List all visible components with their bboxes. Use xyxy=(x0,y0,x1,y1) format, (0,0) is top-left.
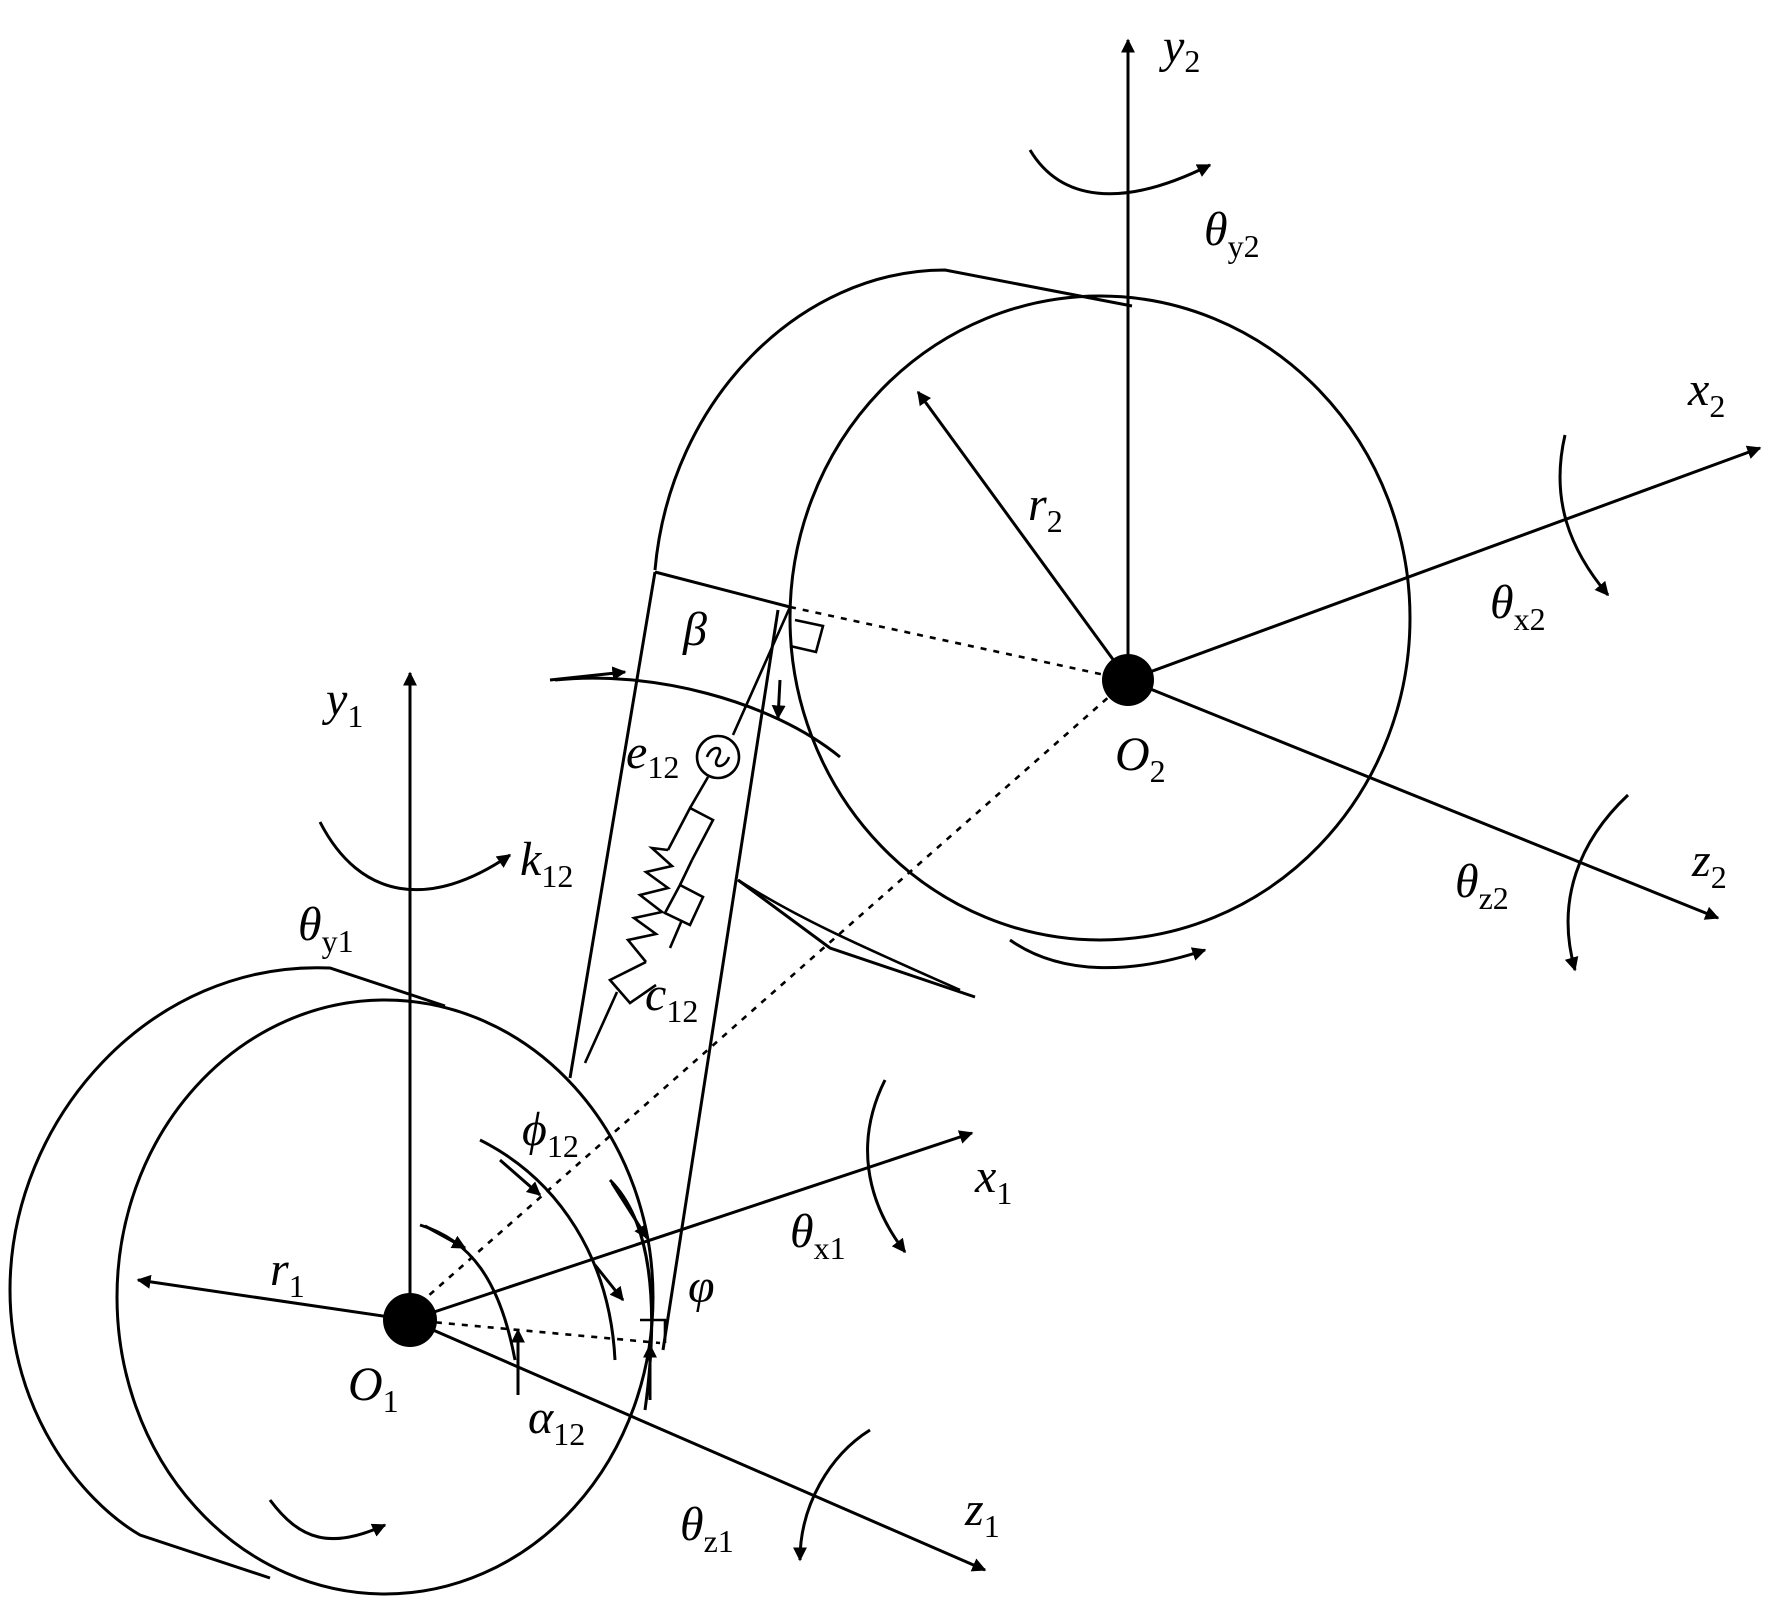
pulley-2-face xyxy=(788,294,1412,942)
center-O1 xyxy=(383,1293,437,1347)
label-c12: c12 xyxy=(645,968,698,1029)
label-k12: k12 xyxy=(520,833,573,894)
right-angle-mark-top xyxy=(789,618,825,654)
label-varphi: φ xyxy=(688,1260,715,1313)
element-bottom-bracket xyxy=(607,960,657,1005)
angle-arrow-beta-left xyxy=(549,666,627,682)
belt-right-span xyxy=(661,609,780,1351)
damper-rod xyxy=(678,859,694,886)
label-O1: O1 xyxy=(348,1358,399,1419)
label-theta-y1: θy1 xyxy=(298,898,354,959)
label-y2: y2 xyxy=(1158,20,1200,79)
pulley-1-face xyxy=(115,998,655,1596)
label-theta-x1: θx1 xyxy=(790,1205,846,1266)
label-theta-z1: θz1 xyxy=(680,1498,734,1559)
pulley-2-bottom-edge xyxy=(737,878,976,999)
pulley-2-back-rim xyxy=(653,268,1133,571)
pulley-2 xyxy=(653,268,1412,999)
rotation-arrow-theta-x1 xyxy=(866,1079,907,1254)
element-link xyxy=(688,776,710,809)
angle-arrow-outer-top xyxy=(610,1182,649,1240)
normal-line-pulley-1 xyxy=(409,1318,661,1345)
angle-arrow-phi-right xyxy=(593,1264,625,1302)
rotation-arrow-theta-z1 xyxy=(793,1428,871,1562)
spring-zigzag xyxy=(625,846,675,963)
element-top-link xyxy=(731,606,792,736)
axis-x2 xyxy=(1127,445,1762,682)
spring-damper-element xyxy=(583,606,792,1064)
axis-z2 xyxy=(1127,678,1720,920)
label-z2: z2 xyxy=(1691,834,1727,895)
label-x1: x1 xyxy=(974,1150,1012,1211)
belt-cross-line xyxy=(654,570,791,609)
pulley-1 xyxy=(8,966,655,1596)
rotation-arrow-theta-z2 xyxy=(1564,793,1630,972)
radius-r1-arrow xyxy=(136,1274,411,1322)
angle-arrow-beta-right xyxy=(771,679,786,720)
label-theta-y2: θy2 xyxy=(1204,203,1260,264)
excitation-source-icon xyxy=(695,734,741,780)
angle-arc-beta xyxy=(554,676,841,759)
right-angle-mark-bottom xyxy=(640,1318,667,1343)
label-theta-x2: θx2 xyxy=(1490,576,1546,637)
pulley-1-back-rim xyxy=(8,966,446,1580)
label-z1: z1 xyxy=(964,1483,1000,1544)
rotation-arrow-pulley-2 xyxy=(1009,938,1207,970)
rotation-arrow-theta-x2 xyxy=(1558,434,1610,597)
rotation-arrow-theta-y2 xyxy=(1028,149,1212,196)
label-O2: O2 xyxy=(1115,728,1166,789)
sine-wave-icon xyxy=(705,746,731,768)
center-O2 xyxy=(1102,654,1154,706)
center-line xyxy=(409,679,1129,1313)
label-theta-z2: θz2 xyxy=(1455,855,1509,916)
damper-box xyxy=(666,806,715,861)
belt xyxy=(568,570,791,1351)
angle-arrow-small-top xyxy=(424,1224,467,1250)
label-alpha12: α12 xyxy=(528,1391,585,1452)
label-e12: e12 xyxy=(626,726,679,785)
damper-piston xyxy=(663,883,705,927)
rotation-arrow-pulley-1 xyxy=(268,1499,387,1541)
label-y1: y1 xyxy=(321,673,363,734)
label-phi12: ϕ12 xyxy=(522,1103,579,1164)
label-r2: r2 xyxy=(1028,478,1063,539)
radius-r2-arrow xyxy=(916,390,1130,681)
angle-arc-phi xyxy=(479,1138,617,1361)
axis-x1 xyxy=(409,1130,974,1322)
normal-line-pulley-2 xyxy=(789,605,1129,682)
rotation-arrow-theta-y1 xyxy=(318,821,512,892)
pulley-2-lower-rim xyxy=(737,878,961,992)
axis-z1 xyxy=(409,1318,987,1572)
label-beta: β xyxy=(682,603,707,656)
label-x2: x2 xyxy=(1687,363,1725,424)
belt-left-span xyxy=(568,571,657,1079)
damper-rod-lower xyxy=(668,919,684,949)
element-bottom-link xyxy=(583,991,619,1064)
label-r1: r1 xyxy=(270,1243,305,1304)
angle-arrow-phi-top xyxy=(499,1158,542,1197)
angle-arc-small xyxy=(419,1223,517,1361)
